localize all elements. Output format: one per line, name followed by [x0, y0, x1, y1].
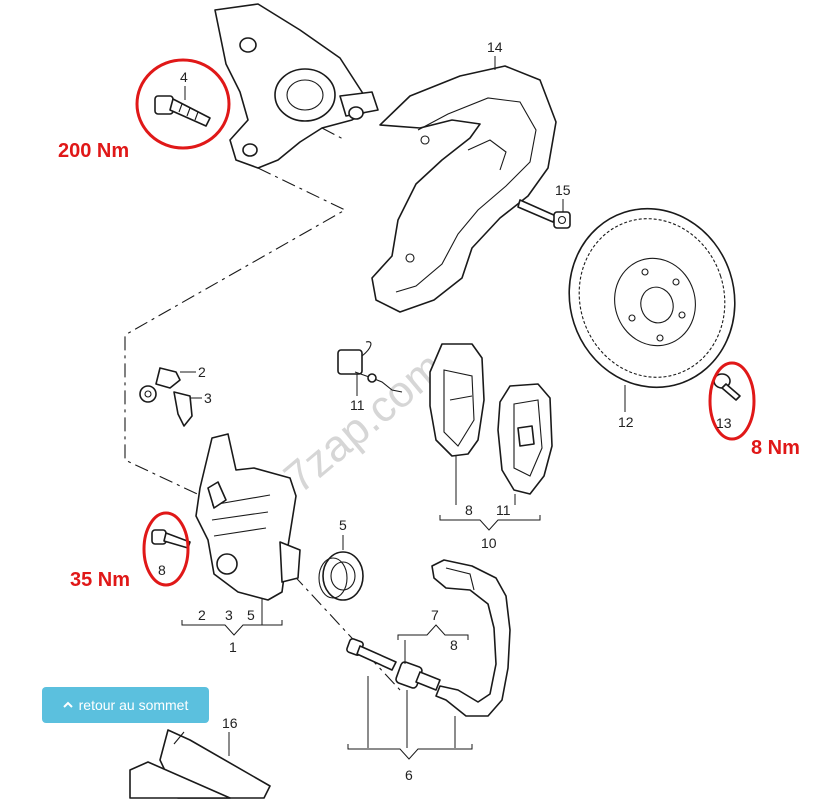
torque-screw-13: 8 Nm	[751, 437, 800, 459]
wear-sensor	[337, 341, 403, 393]
label-group-3: 3	[225, 607, 233, 623]
dust-shield	[371, 65, 557, 313]
brake-pad-inner	[497, 383, 553, 495]
piston-seal-5	[318, 551, 364, 601]
guide-pins	[346, 638, 441, 691]
highlight-bolt-4	[135, 58, 231, 150]
grease-tubes	[129, 729, 271, 799]
label-8-pin: 8	[450, 637, 458, 653]
label-5: 5	[339, 517, 347, 533]
watermark: 7zap.com	[275, 343, 453, 503]
bolt-8	[151, 529, 191, 549]
group-bracket-6	[347, 744, 473, 760]
bleed-valve-3	[173, 391, 193, 427]
bolt-15	[517, 199, 571, 229]
group-bracket-10	[439, 515, 541, 531]
label-group-2: 2	[198, 607, 206, 623]
label-12: 12	[618, 414, 634, 430]
steering-knuckle	[214, 3, 379, 169]
label-6: 6	[405, 767, 413, 783]
group-bracket-7	[397, 624, 469, 640]
label-1: 1	[229, 639, 237, 655]
label-10: 10	[481, 535, 497, 551]
label-group-5: 5	[247, 607, 255, 623]
back-to-top-button[interactable]: retour au sommet	[42, 687, 209, 723]
bolt-4	[154, 95, 211, 127]
brake-pad-outer	[429, 343, 485, 457]
highlight-bolt-8	[142, 511, 190, 587]
label-2: 2	[198, 364, 206, 380]
label-14: 14	[487, 39, 503, 55]
label-4: 4	[180, 69, 188, 85]
torque-bolt-4: 200 Nm	[58, 140, 129, 162]
label-11-pad: 11	[496, 502, 511, 518]
label-3: 3	[204, 390, 212, 406]
torque-bolt-8: 35 Nm	[70, 569, 130, 591]
screw-13	[713, 373, 741, 401]
back-to-top-label: retour au sommet	[78, 697, 189, 713]
caliper-carrier	[431, 559, 511, 717]
label-13: 13	[716, 415, 732, 431]
label-8-bolt: 8	[158, 562, 166, 578]
bleed-cap-2	[139, 367, 181, 403]
brake-caliper	[195, 433, 301, 601]
highlight-screw-13	[708, 361, 756, 441]
label-7: 7	[431, 607, 439, 623]
group-bracket-1	[181, 620, 283, 636]
chevron-up-icon	[62, 701, 73, 708]
label-16: 16	[222, 715, 238, 731]
assembly-outline	[124, 127, 347, 501]
label-15: 15	[555, 182, 571, 198]
label-8-pad: 8	[465, 502, 473, 518]
brake-disc	[568, 207, 736, 389]
label-11-sensor: 11	[350, 397, 365, 413]
